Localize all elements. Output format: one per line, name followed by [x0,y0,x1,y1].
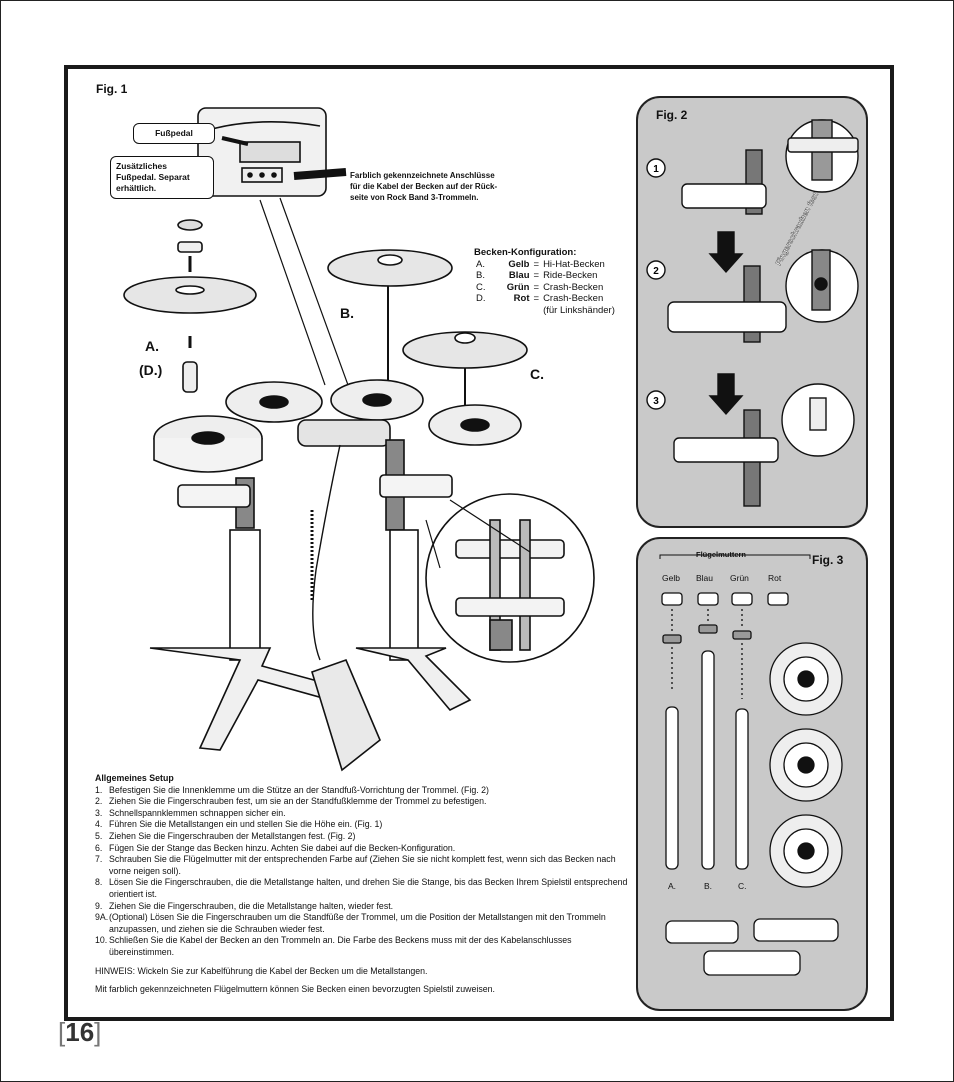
setup-step: 10.Schließen Sie die Kabel der Becken an… [95,935,572,957]
config-row: A.Gelb=Hi-Hat-Becken [476,258,605,270]
rod-c-label: C. [738,881,747,891]
step-3-label: 3 [653,396,659,407]
setup-hint: HINWEIS: Wickeln Sie zur Kabelführung di… [95,965,428,976]
callout-extra-pedal: Zusätzliches Fußpedal. Separat erhältlic… [110,156,214,199]
setup-step: 4.Führen Sie die Metallstangen ein und s… [95,819,383,830]
nut-color-yellow: Gelb [662,573,680,583]
setup-title: Allgemeines Setup [95,773,174,783]
setup-step: 6.Fügen Sie der Stange das Becken hinzu.… [95,842,456,853]
label-d: (D.) [139,362,163,378]
label-a: A. [145,338,159,354]
nut-color-green: Grün [730,573,749,583]
setup-step: 1.Befestigen Sie die Innenklemme um die … [95,784,489,795]
setup-step: 3.Schnellspannklemmen schnappen sicher e… [95,807,286,818]
fig2-illustration: 1 2 3 Fingerschrauben fest click! [646,119,859,507]
setup-steps: 1.Befestigen Sie die Innenklemme um die … [95,785,630,959]
setup-step: 7.Schrauben Sie die Flügelmutter mit der… [95,854,616,876]
fig3-panel: Fig. 3 Flügelmuttern Gelb Blau Grün Rot [636,537,868,1011]
config-row: C.Grün=Crash-Becken [476,281,604,293]
cymbal-config: Becken-Konfiguration: A.Gelb=Hi-Hat-Beck… [474,247,617,316]
config-row: (für Linkshänder) [543,304,615,316]
setup-step: 5.Ziehen Sie die Fingerschrauben der Met… [95,830,356,841]
config-row: B.Blau=Ride-Becken [476,270,598,281]
nut-color-red: Rot [768,573,782,583]
label-b: B. [340,305,354,321]
step-2-label: 2 [653,266,659,277]
drum-kit-illustration [123,107,595,772]
fig2-label: Fig. 2 [656,108,688,122]
rod-a-label: A. [668,881,677,891]
setup-step: 2.Ziehen Sie die Fingerschrauben fest, u… [95,796,487,807]
setup-instructions: Allgemeines Setup 1.Befestigen Sie die I… [95,773,630,996]
setup-step: 9.Ziehen Sie die Fingerschrauben, die di… [95,900,394,911]
setup-footer: Mit farblich gekennzeichneten Flügelmutt… [95,984,496,995]
config-table: A.Gelb=Hi-Hat-Becken B.Blau=Ride-Becken … [474,259,617,317]
fig1-label: Fig. 1 [96,82,128,96]
setup-step: 9A.(Optional) Lösen Sie die Fingerschrau… [95,912,606,934]
fig3-label: Fig. 3 [812,553,844,567]
nut-color-blue: Blau [696,573,714,583]
fig3-illustration [659,554,843,976]
fig2-panel: Fig. 2 1 2 [636,96,868,528]
config-row: D.Rot=Crash-Becken [476,293,604,304]
label-c: C. [530,366,544,382]
step-1-label: 1 [653,164,659,175]
setup-step: 8.Lösen Sie die Fingerschrauben, die die… [95,877,628,899]
page-number: [16] [58,1017,102,1047]
ports-callout: Farblich gekennzeichnete Anschlüsse für … [350,171,498,202]
callout-pedal: Fußpedal [133,123,215,144]
config-title: Becken-Konfiguration: [474,247,577,258]
rod-b-label: B. [704,881,713,891]
